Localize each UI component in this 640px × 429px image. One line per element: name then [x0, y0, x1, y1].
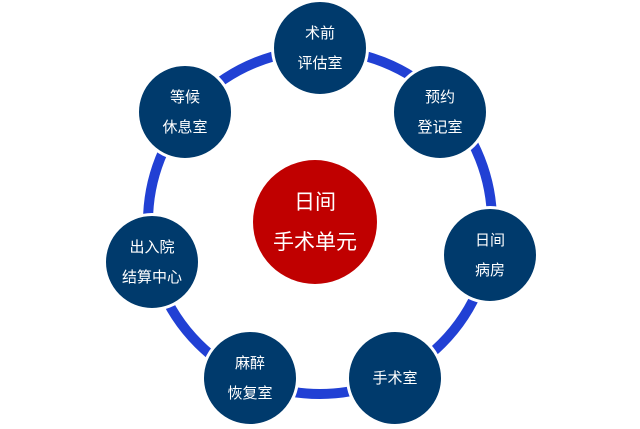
node-line1: 等候 — [169, 88, 200, 106]
center-node: 日间 手术单元 — [253, 160, 377, 284]
node-line1: 出入院 — [129, 238, 175, 256]
node-line2: 结算中心 — [121, 268, 182, 286]
node-waiting-lounge: 等候 休息室 — [136, 63, 234, 161]
node-day-ward: 日间 病房 — [441, 206, 539, 304]
node-preop-assessment: 术前 评估室 — [271, 0, 369, 97]
node-line2: 评估室 — [297, 54, 343, 72]
node-admission-billing: 出入院 结算中心 — [103, 213, 201, 311]
node-registration: 预约 登记室 — [391, 63, 489, 161]
node-line2: 休息室 — [162, 118, 208, 136]
node-operating-room: 手术室 — [346, 329, 444, 427]
node-line1: 手术室 — [372, 369, 418, 387]
node-line2: 登记室 — [417, 118, 463, 136]
node-line1: 日间 — [474, 231, 505, 249]
node-anesthesia-recovery: 麻醉 恢复室 — [201, 329, 299, 427]
node-line1: 术前 — [304, 24, 335, 42]
node-line2: 病房 — [474, 261, 505, 279]
node-line1: 麻醉 — [234, 354, 265, 372]
node-line1: 预约 — [424, 88, 455, 106]
center-line2: 手术单元 — [273, 230, 357, 254]
node-line2: 恢复室 — [227, 384, 273, 402]
center-line1: 日间 — [294, 190, 336, 214]
